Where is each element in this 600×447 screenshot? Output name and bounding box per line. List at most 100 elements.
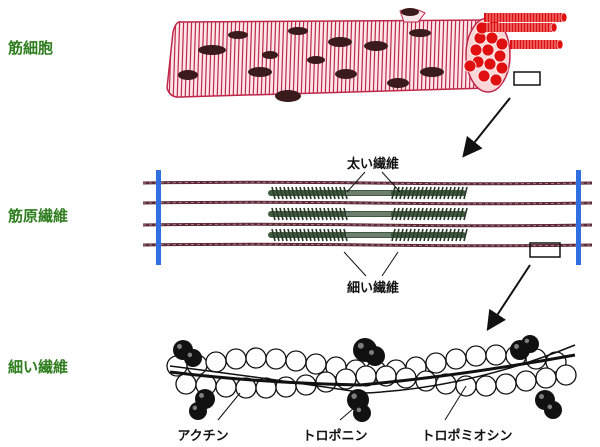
myosin-head — [407, 228, 412, 242]
striation — [200, 20, 205, 98]
zoom-box-cell — [513, 71, 541, 86]
striation — [456, 20, 461, 98]
myosin-head — [411, 228, 416, 242]
striation — [256, 20, 261, 98]
nucleus — [307, 56, 325, 64]
troponin-subunit — [521, 335, 539, 353]
nucleus — [401, 8, 419, 16]
tropomyosin-strand-1 — [169, 353, 576, 387]
striation — [196, 20, 201, 98]
actin-monomer — [175, 373, 197, 395]
actin-monomer — [215, 376, 237, 398]
myosin-head — [287, 228, 292, 242]
label-muscle-cell: 筋細胞 — [8, 39, 54, 57]
fibril-end — [481, 43, 495, 57]
troponin-highlight — [192, 405, 198, 411]
myosin-head — [315, 228, 320, 242]
striation — [224, 20, 229, 98]
striation — [400, 20, 405, 98]
myosin-head — [283, 207, 288, 221]
actin-monomer — [465, 345, 487, 367]
myosin-head — [327, 186, 332, 200]
striation — [300, 20, 305, 98]
thin-filament-detail: アクチン トロポニン トロポミオシン — [166, 335, 577, 444]
troponin-highlight — [199, 393, 204, 398]
troponin-highlight — [539, 394, 544, 399]
myosin-head — [395, 186, 400, 200]
thin-line — [142, 200, 593, 206]
troponin-highlight — [369, 350, 374, 355]
striation — [288, 20, 293, 98]
myosin-head — [307, 186, 312, 200]
striation — [328, 20, 333, 98]
myosin-head — [291, 207, 296, 221]
nucleus — [198, 45, 226, 55]
myosin-head — [391, 186, 396, 200]
myosin-head — [435, 228, 440, 242]
nucleus — [275, 90, 301, 102]
striation — [172, 20, 177, 98]
myosin-head — [295, 186, 300, 200]
myosin-head — [391, 207, 396, 221]
myosin-head — [331, 207, 336, 221]
striation — [436, 20, 441, 98]
striation — [228, 20, 233, 98]
myosin-head — [451, 228, 456, 242]
fibril-end — [477, 69, 491, 83]
myosin-head — [323, 186, 328, 200]
myosin-head — [279, 186, 284, 200]
myosin-head — [311, 186, 316, 200]
myosin-head — [431, 207, 436, 221]
striation — [424, 20, 429, 98]
troponin-label: トロポニン — [302, 428, 367, 444]
myosin-head — [331, 228, 336, 242]
actin-monomer — [495, 373, 517, 395]
actin-monomer — [475, 375, 497, 397]
striation — [232, 20, 237, 98]
myosin-head — [423, 228, 428, 242]
nucleus — [409, 29, 431, 37]
myosin-head — [447, 207, 452, 221]
striation — [368, 20, 373, 98]
fibril-end — [469, 43, 483, 57]
myosin-head — [459, 186, 464, 200]
myosin-head — [343, 228, 348, 242]
myosin-head — [287, 186, 292, 200]
nucleus — [228, 31, 248, 39]
striation — [332, 20, 337, 98]
myosin-head — [419, 207, 424, 221]
myofibril: 太い繊維 細い繊維 — [142, 156, 593, 296]
myosin-head — [399, 186, 404, 200]
striation — [180, 20, 185, 98]
striation — [432, 20, 437, 98]
actin-label: アクチン — [177, 429, 228, 444]
striation — [356, 20, 361, 98]
myosin-head — [407, 207, 412, 221]
leader-thin-2 — [381, 251, 399, 277]
actin-monomer — [445, 348, 467, 370]
striation — [296, 20, 301, 98]
striation — [416, 20, 421, 98]
actin-monomer — [285, 350, 307, 372]
myosin-head — [407, 186, 412, 200]
myosin-head — [463, 186, 468, 200]
myosin-head — [427, 228, 432, 242]
striation — [324, 20, 329, 98]
fibril-tip — [556, 39, 564, 50]
troponin-subunit — [365, 346, 385, 366]
troponin-subunit — [353, 404, 371, 422]
thick-filament — [268, 207, 468, 221]
myosin-head — [327, 228, 332, 242]
thick-filament — [268, 186, 468, 200]
striation — [444, 20, 449, 98]
fibril-tip — [550, 22, 558, 33]
striation — [192, 20, 197, 98]
myosin-head — [403, 228, 408, 242]
myosin-head — [439, 228, 444, 242]
myosin-head — [443, 207, 448, 221]
actin-monomer — [205, 351, 227, 373]
myosin-head — [395, 228, 400, 242]
actin-monomer — [395, 367, 417, 389]
thin-line — [142, 180, 593, 186]
